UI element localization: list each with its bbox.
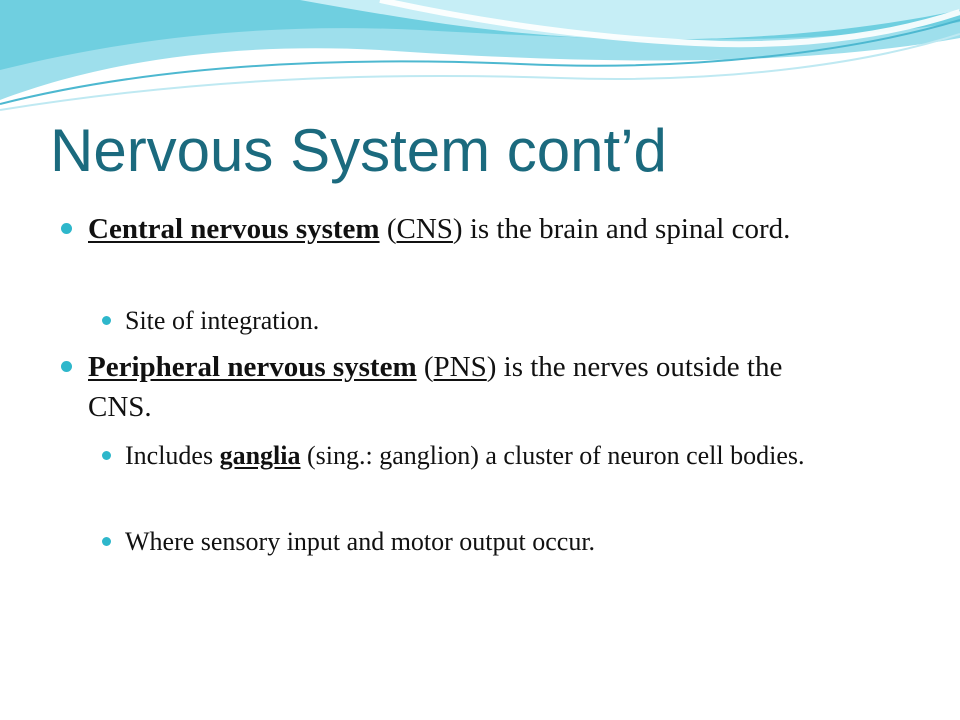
pns-description: ) is the nerves outside the CNS.	[88, 351, 783, 423]
subbullet-integration: Site of integration.	[102, 303, 885, 339]
subbullet-text: Site of integration.	[125, 306, 320, 335]
slide-title: Nervous System cont’d	[50, 117, 667, 184]
paren-open: (	[379, 213, 397, 245]
subbullet-sensory-motor: Where sensory input and motor output occ…	[102, 524, 885, 560]
subbullet-prefix: Includes	[125, 441, 220, 470]
bullet-dot-icon	[102, 451, 111, 460]
bullet-dot-icon	[102, 537, 111, 546]
subbullet-ganglia: Includes ganglia (sing.: ganglion) a clu…	[102, 438, 885, 474]
abbr-pns: PNS	[433, 351, 487, 383]
bullet-dot-icon	[61, 223, 72, 234]
abbr-cns: CNS	[396, 213, 453, 245]
bullet-dot-icon	[102, 316, 111, 325]
cns-description: ) is the brain and spinal cord.	[452, 213, 791, 245]
term-pns: Peripheral nervous system	[88, 351, 417, 383]
ganglia-description: (sing.: ganglion) a cluster of neuron ce…	[300, 441, 805, 470]
paren-open: (	[416, 351, 434, 383]
bullet-pns: Peripheral nervous system (PNS) is the n…	[61, 347, 838, 427]
term-cns: Central nervous system	[88, 213, 380, 245]
header-wave-decoration	[0, 0, 960, 111]
bullet-cns: Central nervous system (CNS) is the brai…	[61, 209, 838, 249]
term-ganglia: ganglia	[219, 441, 301, 470]
subbullet-text: Where sensory input and motor output occ…	[125, 527, 596, 556]
bullet-dot-icon	[61, 361, 72, 372]
